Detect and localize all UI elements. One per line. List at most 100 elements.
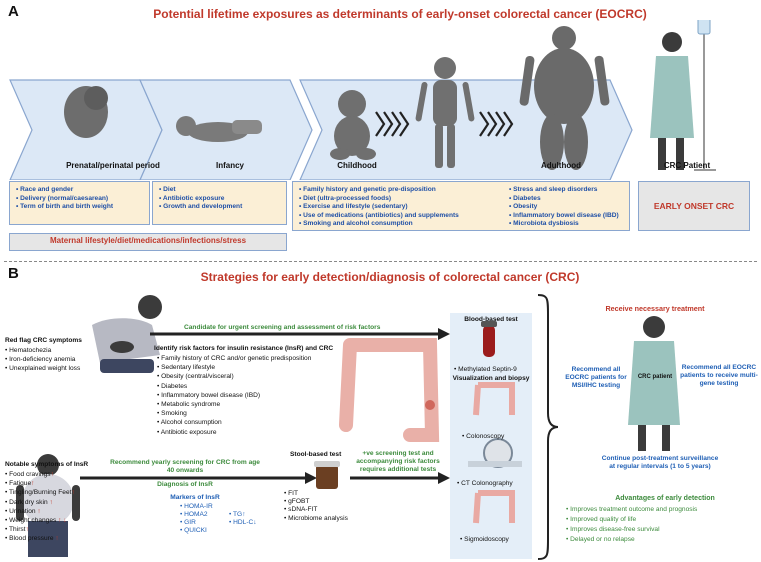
red-flag-list: Hematochezia Iron-deficiency anemia Unex… [5, 346, 80, 374]
advantages-list: Improves treatment outcome and prognosis… [566, 505, 697, 545]
stage-label-adulthood: Adulthood [541, 161, 581, 170]
markers-title: Markers of InsR [170, 494, 220, 501]
risk-item: Inflammatory bowel disease (IBD) [157, 391, 311, 400]
red-flag-item: Hematochezia [5, 346, 80, 355]
candidate-label: Candidate for urgent screening and asses… [184, 324, 381, 331]
risk-title: Identify risk factors for insulin resist… [154, 345, 334, 352]
prenatal-factor: Delivery (normal/caesarean) [16, 195, 143, 204]
child-adult-factor: Diabetes [509, 195, 619, 204]
advantage-item: Improves treatment outcome and prognosis [566, 505, 697, 515]
visual-item: • Sigmoidoscopy [460, 536, 509, 543]
advantage-item: Improves disease-free survival [566, 525, 697, 535]
risk-item: Diabetes [157, 382, 311, 391]
child-adult-factor: Exercise and lifestyle (sedentary) [299, 203, 459, 212]
red-flag-item: Unexplained weight loss [5, 364, 80, 373]
risk-item: Alcohol consumption [157, 418, 311, 427]
insr-item: Urination ↑ [5, 507, 75, 516]
panel-a-letter: A [8, 3, 19, 20]
fetus-figure [64, 86, 108, 138]
child-adult-factor: Microbiota dysbiosis [509, 220, 619, 229]
maternal-box: Maternal lifestyle/diet/medications/infe… [9, 233, 287, 251]
blood-tube-icon [481, 321, 497, 357]
panel-b-letter: B [8, 265, 19, 282]
child-adult-factor: Inflammatory bowel disease (IBD) [509, 212, 619, 221]
colonoscopy-icon [473, 382, 515, 416]
risk-item: Antibiotic exposure [157, 428, 311, 437]
toddler-figure [330, 90, 376, 160]
stool-list: FIT gFOBT sDNA-FIT Microbiome analysis [284, 490, 348, 523]
advantage-item: Delayed or no relapse [566, 535, 697, 545]
marker-item: GIR [180, 519, 213, 527]
stool-item: Microbiome analysis [284, 515, 348, 523]
red-flag-patient-figure [92, 295, 162, 373]
surveillance-label: Continue post-treatment surveillance at … [601, 455, 719, 470]
diagnosis-insr-label: Diagnosis of InsR [157, 481, 213, 488]
visualization-title: Visualization and biopsy [452, 375, 530, 382]
risk-item: Smoking [157, 409, 311, 418]
markers-list-right: TG↑ HDL-C↓ [229, 511, 257, 527]
summary-brace [537, 294, 559, 560]
infant-figure [176, 116, 262, 142]
markers-list-left: HOMA-IR HOMA2 GIR QUICKI [180, 503, 213, 535]
stool-sample-icon [314, 461, 340, 489]
prenatal-factors-box: Race and gender Delivery (normal/caesare… [9, 181, 150, 225]
insr-item: Food cravings↑ [5, 470, 75, 479]
insr-item: Fatigue↑ [5, 479, 75, 488]
crc-patient-b-label: CRC patient [637, 374, 673, 380]
child-adult-factor: Smoking and alcohol consumption [299, 220, 459, 229]
marker-item: QUICKI [180, 527, 213, 535]
child-adult-factor: Stress and sleep disorders [509, 186, 619, 195]
insr-item: Thirst↑ [5, 525, 75, 534]
advantage-item: Improved quality of life [566, 515, 697, 525]
stool-title: Stool-based test [290, 451, 342, 458]
marker-item: HOMA2 [180, 511, 213, 519]
panel-divider [4, 261, 757, 262]
positive-test-label: +ve screening test and accompanying risk… [356, 450, 440, 473]
panel-b-graphics [16, 294, 680, 560]
progress-chevrons [375, 111, 514, 137]
red-flag-title: Red flag CRC symptoms [5, 337, 82, 344]
red-flag-item: Iron-deficiency anemia [5, 355, 80, 364]
prenatal-factor: Term of birth and birth weight [16, 203, 143, 212]
child-adult-factor: Use of medications (antibiotics) and sup… [299, 212, 459, 221]
insr-list: Food cravings↑ Fatigue↑ Tingling/Burning… [5, 470, 75, 544]
stage-label-prenatal: Prenatal/perinatal period [66, 161, 160, 170]
recommend-yearly-label: Recommend yearly screening for CRC from … [110, 459, 260, 474]
marker-item: TG↑ [229, 511, 257, 519]
infancy-factor: Antibiotic exposure [159, 195, 280, 204]
marker-item: HOMA-IR [180, 503, 213, 511]
stage-label-childhood: Childhood [337, 161, 377, 170]
panel-b-title: Strategies for early detection/diagnosis… [200, 270, 580, 284]
colon-illustration [339, 338, 440, 442]
stool-item: sDNA-FIT [284, 506, 348, 514]
multigene-label: Recommend all EOCRC patients to receive … [680, 364, 758, 387]
child-adult-factor: Family history and genetic pre-dispositi… [299, 186, 459, 195]
blood-test-title: Blood-based test [464, 316, 518, 323]
risk-item: Metabolic syndrome [157, 400, 311, 409]
stage-label-infancy: Infancy [215, 161, 244, 170]
risk-list: Family history of CRC and/or genetic pre… [157, 354, 312, 437]
stool-item: FIT [284, 490, 348, 498]
infancy-factor: Diet [159, 186, 280, 195]
child-adult-factor: Diet (ultra-processed foods) [299, 195, 459, 204]
prenatal-factor: Race and gender [16, 186, 143, 195]
crc-patient-figure [650, 20, 716, 171]
visual-item: • Colonoscopy [462, 433, 505, 440]
insr-item: Tingling/Burning Feet↑ [5, 488, 75, 497]
insr-item: Dark dry skin ↑ [5, 498, 75, 507]
infancy-factors-box: Diet Antibiotic exposure Growth and deve… [152, 181, 287, 225]
stage-label-crc-patient: CRC Patient [663, 161, 711, 170]
crc-patient-b-figure [628, 316, 680, 451]
risk-item: Family history of CRC and/or genetic pre… [157, 354, 311, 363]
marker-item: HDL-C↓ [229, 519, 256, 527]
panel-a-title: Potential lifetime exposures as determin… [153, 7, 647, 21]
panel-a-timeline [9, 20, 716, 180]
risk-item: Sedentary lifestyle [157, 363, 311, 372]
stool-item: gFOBT [284, 498, 348, 506]
child-adult-factors-box: Family history and genetic pre-dispositi… [292, 181, 630, 231]
infancy-factor: Growth and development [159, 203, 280, 212]
blood-test-item: • Methylated Septin-9 [454, 366, 517, 373]
insr-item: Blood pressure ↑ [5, 534, 75, 543]
eocrc-box: EARLY ONSET CRC [638, 181, 750, 231]
advantages-title: Advantages of early detection [615, 495, 715, 502]
